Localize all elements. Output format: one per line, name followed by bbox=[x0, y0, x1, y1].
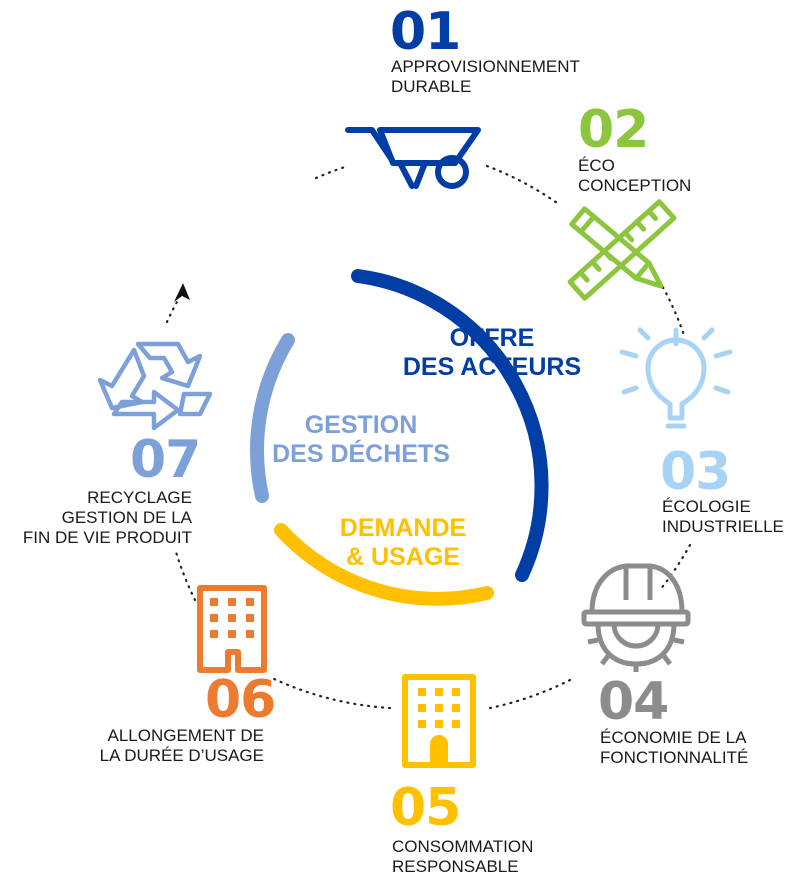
step-number: 02 bbox=[578, 100, 649, 160]
offre-arc bbox=[351, 269, 549, 582]
gestion-arc bbox=[250, 333, 295, 503]
step-label: ÉCOLOGIE INDUSTRIELLE bbox=[662, 497, 784, 536]
step-label: RECYCLAGE GESTION DE LA FIN DE VIE PRODU… bbox=[22, 488, 192, 547]
demande-label: DEMANDE & USAGE bbox=[339, 514, 467, 571]
step-number: 01 bbox=[390, 2, 461, 62]
step-label: APPROVISIONNEMENT DURABLE bbox=[391, 57, 580, 96]
gestion-label: GESTION DES DÉCHETS bbox=[272, 411, 450, 468]
step-number: 06 bbox=[205, 670, 276, 730]
pencil-ruler-icon bbox=[567, 199, 677, 301]
step-number: 05 bbox=[390, 778, 461, 838]
step-number: 07 bbox=[130, 430, 201, 490]
outer-cycle-path bbox=[165, 164, 692, 710]
step-label: ÉCO CONCEPTION bbox=[578, 156, 692, 195]
wheelbarrow-icon bbox=[345, 127, 481, 189]
offre-label: OFFRE DES ACTEURS bbox=[402, 324, 582, 381]
cycle-arrow-head bbox=[174, 283, 190, 302]
step-label: CONSOMMATION RESPONSABLE bbox=[392, 837, 534, 876]
step-label: ÉCONOMIE DE LA FONCTIONNALITÉ bbox=[600, 728, 749, 767]
gear-helmet-icon bbox=[581, 563, 691, 672]
demande-arc bbox=[274, 523, 494, 606]
recycle-icon bbox=[97, 341, 213, 431]
step-number: 03 bbox=[660, 442, 731, 502]
building-icon bbox=[402, 674, 476, 768]
lightbulb-icon bbox=[619, 327, 733, 429]
building-icon bbox=[197, 585, 267, 673]
step-label: ALLONGEMENT DE LA DURÉE D’USAGE bbox=[99, 726, 264, 765]
step-number: 04 bbox=[598, 672, 669, 732]
